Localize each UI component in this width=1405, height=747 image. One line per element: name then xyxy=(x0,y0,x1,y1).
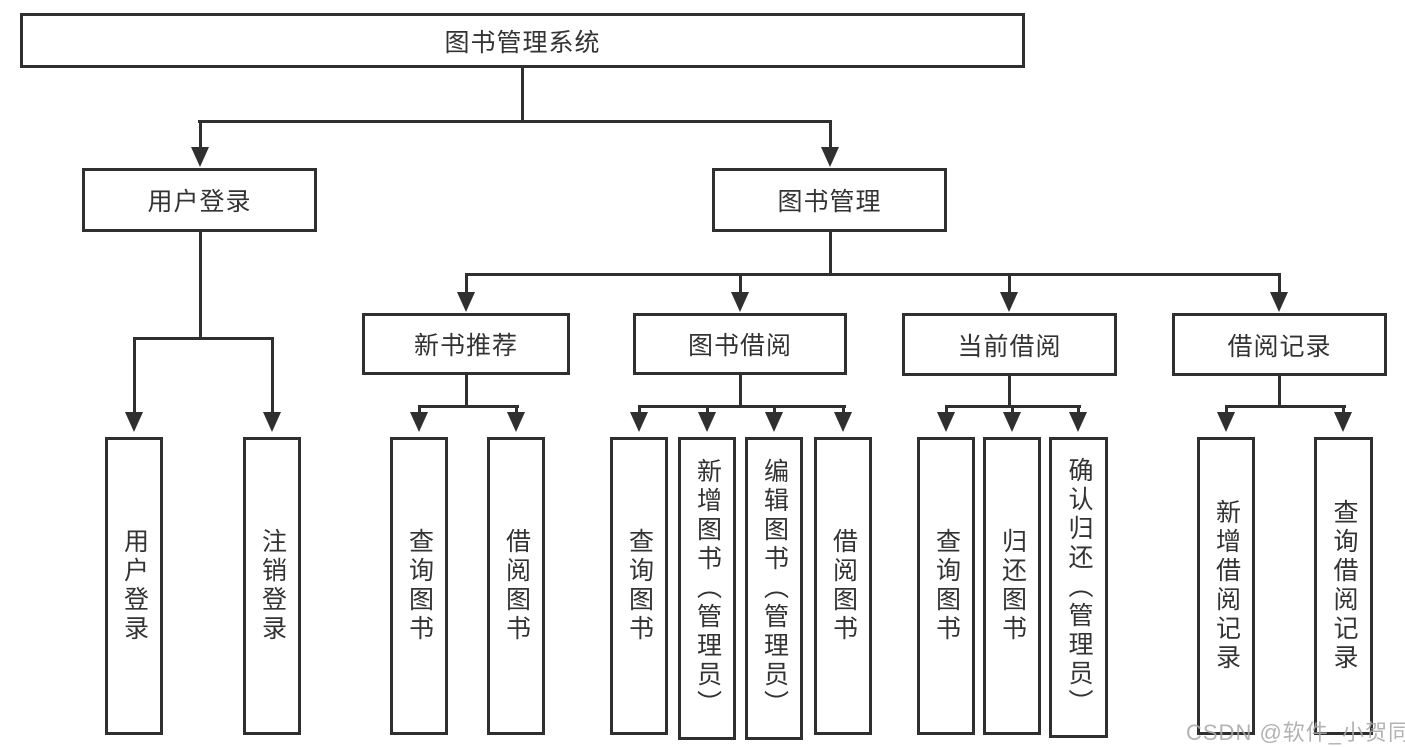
connector-line xyxy=(417,405,421,414)
node-label: 图书借阅 xyxy=(687,332,792,360)
node-label: 借阅记录 xyxy=(1227,332,1332,361)
connector-line xyxy=(828,232,832,273)
connector-line xyxy=(1010,405,1014,414)
leaf-query-books-borrowing: 查询图书 xyxy=(610,437,668,735)
node-label: 图书管理 xyxy=(777,188,882,216)
connector-line xyxy=(417,405,519,408)
node-label: 借阅图书 xyxy=(829,528,858,644)
connector-line xyxy=(1224,405,1346,408)
node-user-login: 用户登录 xyxy=(82,168,317,232)
arrowhead-down-icon xyxy=(1217,412,1235,432)
arrowhead-down-icon xyxy=(410,412,428,432)
arrowhead-down-icon xyxy=(457,292,475,312)
node-label: 新增借阅记录 xyxy=(1212,499,1241,673)
arrowhead-down-icon xyxy=(937,412,955,432)
node-label: 编辑图书（管理员） xyxy=(760,458,789,719)
connector-line xyxy=(1341,405,1345,414)
connector-line xyxy=(1007,376,1011,405)
leaf-logout: 注销登录 xyxy=(243,437,301,735)
node-book-borrowing: 图书借阅 xyxy=(633,313,847,375)
connector-line xyxy=(1224,405,1228,414)
arrowhead-down-icon xyxy=(507,412,525,432)
connector-line xyxy=(1277,273,1281,293)
connector-line xyxy=(841,405,845,414)
arrowhead-down-icon xyxy=(821,147,839,167)
leaf-return-book: 归还图书 xyxy=(983,437,1041,735)
node-label: 借阅图书 xyxy=(502,528,531,644)
arrowhead-down-icon xyxy=(731,292,749,312)
node-label: 图书管理系统 xyxy=(444,28,601,57)
node-label: 新书推荐 xyxy=(413,332,518,360)
connector-line xyxy=(464,375,468,405)
arrowhead-down-icon xyxy=(630,412,648,432)
node-new-book-recommend: 新书推荐 xyxy=(362,313,570,375)
arrowhead-down-icon xyxy=(263,412,281,432)
node-label: 查询图书 xyxy=(932,528,961,644)
node-label: 查询图书 xyxy=(625,528,654,644)
node-label: 新增图书（管理员） xyxy=(693,458,722,719)
csdn-watermark: CSDN @软件_小贺同学 xyxy=(1186,720,1405,745)
node-library-system: 图书管理系统 xyxy=(20,13,1025,68)
node-book-management: 图书管理 xyxy=(712,168,947,232)
node-label: 用户登录 xyxy=(147,188,252,216)
leaf-borrow-books-borrowing: 借阅图书 xyxy=(814,437,872,735)
connector-line xyxy=(1076,405,1080,414)
connector-line xyxy=(637,405,846,408)
leaf-query-borrow-record: 查询借阅记录 xyxy=(1314,437,1373,735)
leaf-confirm-return-admin: 确认归还（管理员） xyxy=(1049,437,1108,738)
node-label: 查询图书 xyxy=(405,528,434,644)
arrowhead-down-icon xyxy=(834,412,852,432)
connector-line xyxy=(738,375,742,405)
connector-line xyxy=(132,337,274,340)
connector-line xyxy=(198,120,832,123)
connector-line xyxy=(1007,273,1011,293)
connector-line xyxy=(1277,376,1281,405)
connector-line xyxy=(521,68,524,120)
arrowhead-down-icon xyxy=(1334,412,1352,432)
arrowhead-down-icon xyxy=(191,147,209,167)
arrowhead-down-icon xyxy=(1270,292,1288,312)
connector-line xyxy=(514,405,518,414)
connector-line xyxy=(705,405,709,414)
leaf-query-books-recommend: 查询图书 xyxy=(390,437,448,735)
node-current-borrowing: 当前借阅 xyxy=(902,313,1117,376)
node-label: 用户登录 xyxy=(120,528,149,644)
connector-line xyxy=(198,232,202,337)
arrowhead-down-icon xyxy=(698,412,716,432)
node-label: 查询借阅记录 xyxy=(1330,499,1358,673)
node-label: 归还图书 xyxy=(998,528,1027,644)
arrowhead-down-icon xyxy=(1000,292,1018,312)
connector-line xyxy=(198,120,202,148)
arrowhead-down-icon xyxy=(125,412,143,432)
connector-line xyxy=(270,337,274,413)
leaf-add-borrow-record: 新增借阅记录 xyxy=(1197,437,1255,735)
connector-line xyxy=(944,405,948,414)
node-borrow-records: 借阅记录 xyxy=(1172,313,1387,376)
arrowhead-down-icon xyxy=(1003,412,1021,432)
leaf-borrow-books-recommend: 借阅图书 xyxy=(487,437,545,735)
connector-line xyxy=(637,405,641,414)
connector-line xyxy=(464,273,468,293)
leaf-user-login: 用户登录 xyxy=(105,437,163,735)
node-label: 确认归还（管理员） xyxy=(1065,457,1093,718)
connector-line xyxy=(132,337,136,413)
connector-line xyxy=(738,273,742,293)
node-label: 注销登录 xyxy=(258,528,287,644)
node-label: 当前借阅 xyxy=(957,332,1062,361)
connector-line xyxy=(828,120,832,148)
connector-line xyxy=(464,273,1281,276)
arrowhead-down-icon xyxy=(765,412,783,432)
leaf-add-book-admin: 新增图书（管理员） xyxy=(678,437,736,740)
leaf-query-books-current: 查询图书 xyxy=(917,437,975,735)
leaf-edit-book-admin: 编辑图书（管理员） xyxy=(745,437,803,740)
connector-line xyxy=(772,405,776,414)
arrowhead-down-icon xyxy=(1069,412,1087,432)
